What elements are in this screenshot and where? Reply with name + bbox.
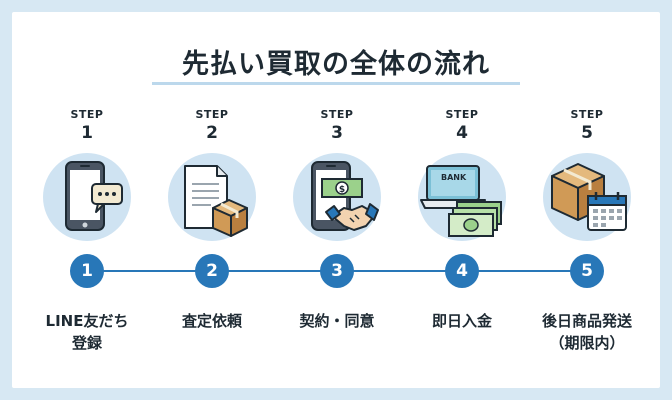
step-circle-5: 5	[570, 254, 604, 288]
step-label-line2: （期限内）	[549, 334, 625, 352]
step-label-3: 契約・同意	[274, 310, 400, 332]
step-circle-3: 3	[320, 254, 354, 288]
step-word: STEP	[445, 108, 479, 121]
document-box-icon	[167, 152, 257, 242]
step-label-line1: LINE友だち	[45, 312, 129, 330]
page-title: 先払い買取の全体の流れ	[182, 49, 490, 80]
step-circle-2: 2	[195, 254, 229, 288]
step-label-4: 即日入金	[399, 310, 525, 332]
step-label-line1: 即日入金	[431, 312, 492, 330]
step-word: STEP	[195, 108, 229, 121]
step-circle-1: 1	[70, 254, 104, 288]
step-header-3: STEP 3	[274, 108, 400, 144]
box-calendar-icon	[542, 152, 632, 242]
step-label-2: 査定依頼	[149, 310, 275, 332]
step-number: 2	[206, 123, 218, 143]
bank-cash-icon: BANK	[417, 152, 507, 242]
step-number: 1	[81, 123, 93, 143]
step-word: STEP	[320, 108, 354, 121]
step-header-5: STEP 5	[524, 108, 650, 144]
step-label-1: LINE友だち 登録	[24, 310, 150, 354]
step-header-2: STEP 2	[149, 108, 275, 144]
step-label-line1: 査定依頼	[181, 312, 242, 330]
step-word: STEP	[570, 108, 604, 121]
flow-card: 先払い買取の全体の流れ STEP 1 STEP 2 STEP 3 STEP 4 …	[12, 12, 660, 388]
title-underline	[152, 82, 520, 85]
smartphone-chat-icon	[42, 152, 132, 242]
step-circle-4: 4	[445, 254, 479, 288]
step-header-4: STEP 4	[399, 108, 525, 144]
step-number: 4	[456, 123, 468, 143]
phone-money-handshake-icon: $	[292, 152, 382, 242]
bank-label: BANK	[441, 173, 467, 182]
step-label-line1: 後日商品発送	[541, 312, 632, 330]
step-label-line2: 登録	[71, 334, 102, 352]
step-header-1: STEP 1	[24, 108, 150, 144]
step-label-5: 後日商品発送 （期限内）	[524, 310, 650, 354]
step-word: STEP	[70, 108, 104, 121]
step-number: 3	[331, 123, 343, 143]
step-label-line1: 契約・同意	[299, 312, 375, 330]
svg-text:$: $	[339, 185, 345, 195]
step-number: 5	[581, 123, 593, 143]
